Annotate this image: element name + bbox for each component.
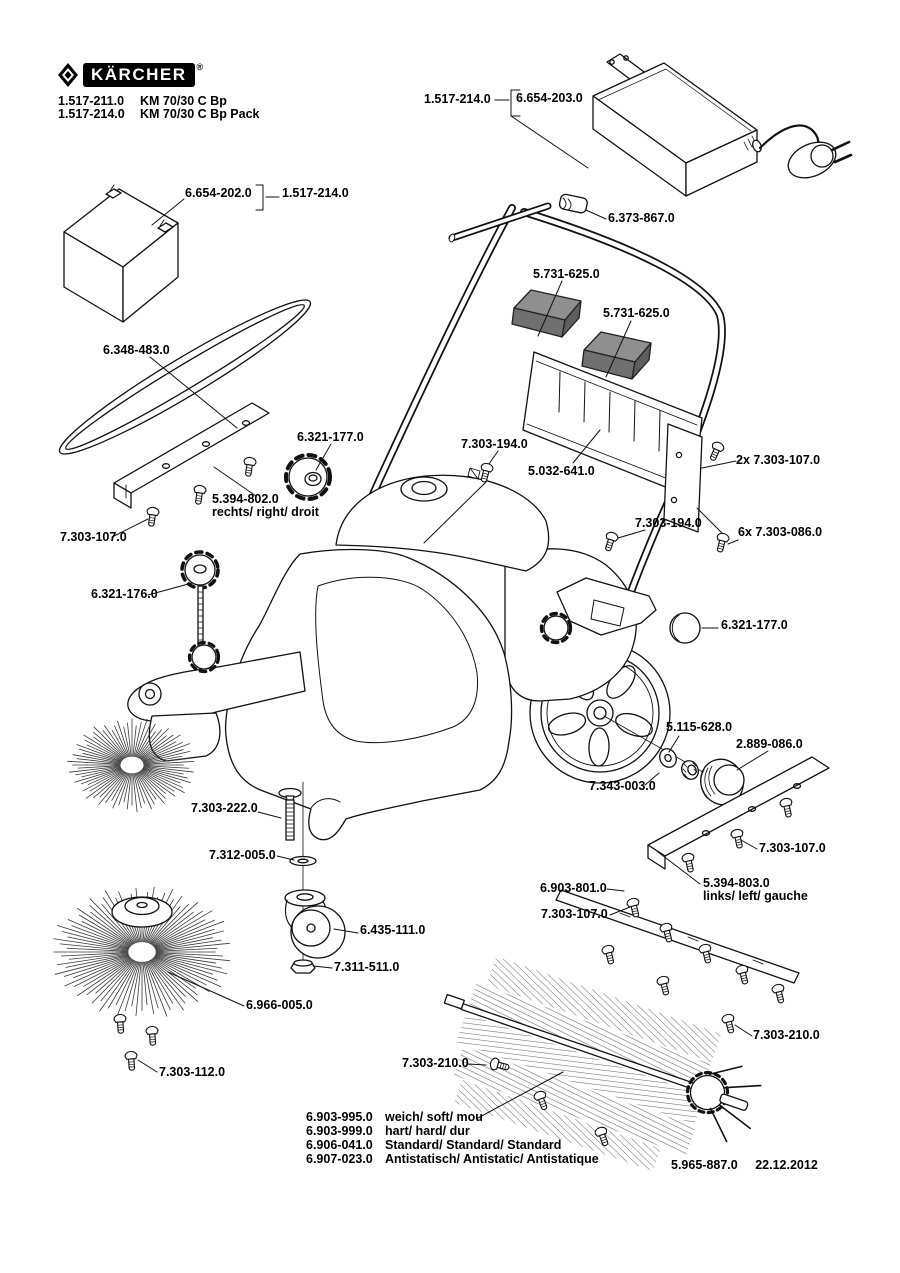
part-label-screw-side-brush: 7.303-112.0: [159, 1065, 226, 1079]
rail-right-code: 5.394-802.0: [212, 492, 279, 506]
rail-right-note: rechts/ right/ droit: [212, 505, 319, 519]
part-label-rail-right: 5.394-802.0 rechts/ right/ droit: [212, 493, 319, 519]
caster-wheel-drawing: [284, 889, 346, 959]
carriage-bolt-drawing: [278, 787, 302, 841]
part-label-washer-caster: 7.312-005.0: [209, 848, 276, 862]
part-label-carriage-bolt: 7.303-222.0: [191, 801, 258, 815]
model-line-2: 1.517-214.0 KM 70/30 C Bp Pack: [58, 107, 260, 121]
variant-desc: Antistatisch/ Antistatic/ Antistatique: [385, 1152, 599, 1166]
part-label-screw-roller-left: 7.303-210.0: [402, 1056, 469, 1070]
leader-lines: [111, 89, 769, 1119]
roller-variant-row: 6.907-023.0 Antistatisch/ Antistatic/ An…: [306, 1152, 599, 1166]
karcher-diamond-icon: [58, 63, 78, 87]
part-label-battery: 6.654-202.0: [185, 186, 252, 200]
part-label-screw-rail-right: 7.303-107.0: [60, 530, 127, 544]
part-label-handle-grip: 6.373-867.0: [608, 211, 675, 225]
model-line-1: 1.517-211.0 KM 70/30 C Bp: [58, 94, 227, 108]
battery-drawing: [63, 184, 179, 323]
document-footer: 5.965-887.0 22.12.2012: [671, 1158, 818, 1172]
star-knob-drawing: [180, 550, 220, 647]
part-label-screw-roller-right: 7.303-210.0: [753, 1028, 820, 1042]
pad-lower-drawing: [581, 331, 652, 380]
part-label-screws-frame-6x: 6x 7.303-086.0: [738, 525, 823, 539]
part-label-rail-left: 5.394-803.0 links/ left/ gauche: [703, 877, 808, 903]
handle-grip-drawing: [558, 193, 588, 214]
document-date: 22.12.2012: [755, 1158, 818, 1172]
variant-code: 6.906-041.0: [306, 1138, 373, 1152]
variant-code: 6.907-023.0: [306, 1152, 373, 1166]
model-code: 1.517-214.0: [58, 107, 125, 121]
rear-body-drawing: [504, 548, 657, 702]
part-label-knob-star: 6.321-176.0: [91, 587, 158, 601]
part-label-side-brush: 6.966-005.0: [246, 998, 313, 1012]
model-name: KM 70/30 C Bp: [140, 94, 227, 108]
part-label-caster-wheel: 6.435-111.0: [360, 923, 426, 937]
caster-washer-drawing: [289, 855, 317, 867]
part-label-screw-rail-left: 7.303-107.0: [759, 841, 826, 855]
roller-variant-list: 6.903-995.0 weich/ soft/ mou 6.903-999.0…: [306, 1110, 599, 1166]
variant-code: 6.903-995.0: [306, 1110, 373, 1124]
sealing-strip-drawing: [555, 889, 800, 984]
part-label-filter-frame: 5.032-641.0: [528, 464, 595, 478]
wheel-nut-drawing: [681, 760, 699, 780]
rail-left-drawing: [647, 756, 830, 870]
part-label-charger: 6.654-203.0: [516, 91, 583, 105]
brand-wordmark: KÄRCHER: [83, 63, 195, 87]
variant-desc: weich/ soft/ mou: [385, 1110, 483, 1124]
document-number: 5.965-887.0: [671, 1158, 738, 1172]
side-brush-arm-drawing: [127, 640, 306, 762]
karcher-logo: KÄRCHER ®: [57, 62, 204, 88]
part-label-battery-pack-ref: 1.517-214.0: [282, 186, 349, 200]
pad-upper-drawing: [511, 289, 582, 338]
part-label-screw-strip: 7.303-107.0: [541, 907, 608, 921]
roller-variant-row: 6.903-995.0 weich/ soft/ mou: [306, 1110, 599, 1124]
tank-top-drawing: [335, 467, 550, 572]
variant-desc: hart/ hard/ dur: [385, 1124, 470, 1138]
part-label-wheel-cap: 6.321-177.0: [721, 618, 788, 632]
filter-frame-drawing: [522, 351, 703, 533]
belt-drawing: [58, 299, 312, 455]
part-label-washer-wheel: 5.115-628.0: [666, 720, 733, 734]
part-label-screw-frame: 7.303-194.0: [635, 516, 702, 530]
part-label-sealing-strip: 6.903-801.0: [540, 881, 607, 895]
variant-desc: Standard/ Standard/ Standard: [385, 1138, 562, 1152]
part-label-screws-frame-2x: 2x 7.303-107.0: [736, 453, 821, 467]
side-brush-bristles: [53, 886, 230, 1017]
part-label-caster-nut: 7.311-511.0: [334, 960, 400, 974]
roller-variant-row: 6.906-041.0 Standard/ Standard/ Standard: [306, 1138, 599, 1152]
part-label-screw-tank: 7.303-194.0: [461, 437, 528, 451]
part-label-hub-cap: 2.889-086.0: [736, 737, 803, 751]
part-label-pad-lower: 5.731-625.0: [603, 306, 670, 320]
wheel-cap-drawing: [669, 612, 701, 644]
model-code: 1.517-211.0: [58, 94, 125, 108]
part-label-pad-upper: 5.731-625.0: [533, 267, 600, 281]
side-brush-hub-drawing: [111, 896, 173, 928]
part-label-wheel-nut: 7.343-003.0: [589, 779, 656, 793]
model-name: KM 70/30 C Bp Pack: [140, 107, 260, 121]
part-label-charger-pack-ref: 1.517-214.0: [424, 92, 491, 106]
part-label-belt: 6.348-483.0: [103, 343, 170, 357]
side-brush-attached-bristles: [67, 718, 195, 813]
hub-cap-drawing: [700, 758, 745, 806]
roller-variant-row: 6.903-999.0 hart/ hard/ dur: [306, 1124, 599, 1138]
variant-code: 6.903-999.0: [306, 1124, 373, 1138]
registered-mark: ®: [196, 62, 204, 72]
washer-wheel-drawing: [659, 748, 677, 768]
rail-left-note: links/ left/ gauche: [703, 889, 808, 903]
caster-nut-drawing: [290, 959, 316, 974]
rail-left-code: 5.394-803.0: [703, 876, 770, 890]
part-label-knob-front: 6.321-177.0: [297, 430, 364, 444]
charger-drawing: [592, 53, 853, 197]
rail-right-drawing: [113, 402, 270, 509]
